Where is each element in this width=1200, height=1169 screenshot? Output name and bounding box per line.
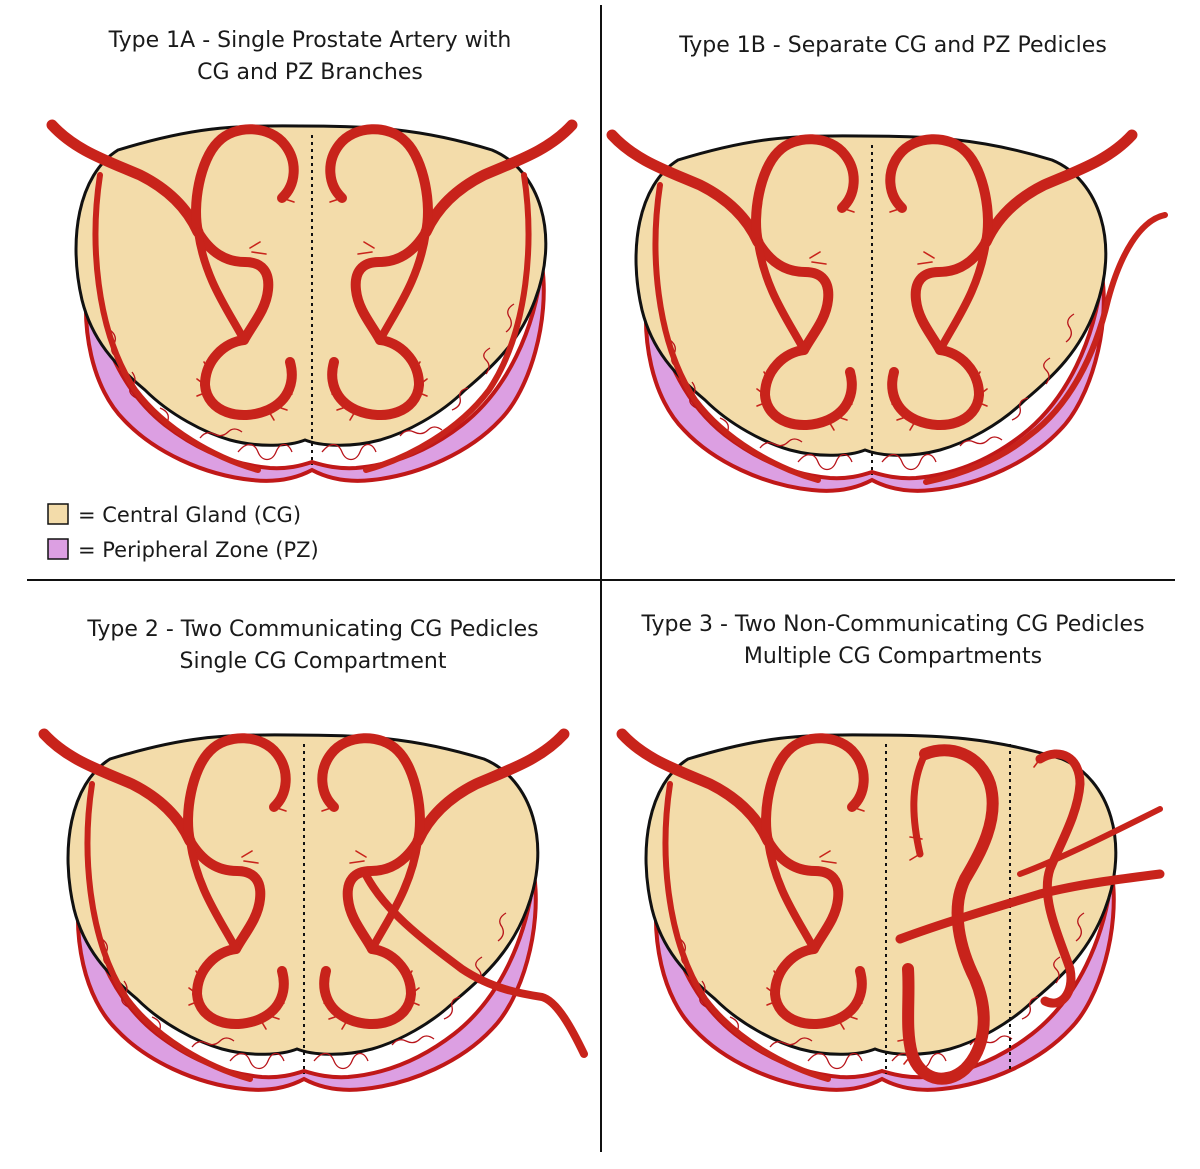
panel-title-line-2: Single CG Compartment (180, 649, 447, 674)
legend-label-peripheral-zone: = Peripheral Zone (PZ) (78, 538, 319, 562)
panel-type-3: Type 3 - Two Non-Communicating CG Pedicl… (622, 612, 1165, 1090)
panel-type-1a: Type 1A - Single Prostate Artery with CG… (52, 28, 572, 481)
prostate-gland-illustration (622, 734, 1165, 1090)
panel-title-line-1: Type 1A - Single Prostate Artery with (108, 28, 512, 53)
legend-swatch-peripheral-zone (47, 538, 69, 560)
panel-title-line-2: Multiple CG Compartments (744, 644, 1042, 669)
panel-title-line-1: Type 1B - Separate CG and PZ Pedicles (678, 33, 1107, 58)
legend-swatch-central-gland (47, 503, 69, 525)
legend: = Central Gland (CG) = Peripheral Zone (… (47, 503, 319, 562)
panel-title-line-1: Type 2 - Two Communicating CG Pedicles (86, 617, 538, 642)
panel-title-line-2: CG and PZ Branches (197, 60, 423, 85)
panel-title-line-1: Type 3 - Two Non-Communicating CG Pedicl… (640, 612, 1144, 637)
prostate-gland-illustration (52, 125, 572, 481)
prostate-gland-illustration (612, 135, 1168, 491)
legend-label-central-gland: = Central Gland (CG) (78, 503, 301, 527)
panel-type-2: Type 2 - Two Communicating CG Pedicles S… (44, 617, 588, 1090)
panel-type-1b: Type 1B - Separate CG and PZ Pedicles (612, 33, 1168, 491)
prostate-gland-illustration (44, 734, 588, 1090)
